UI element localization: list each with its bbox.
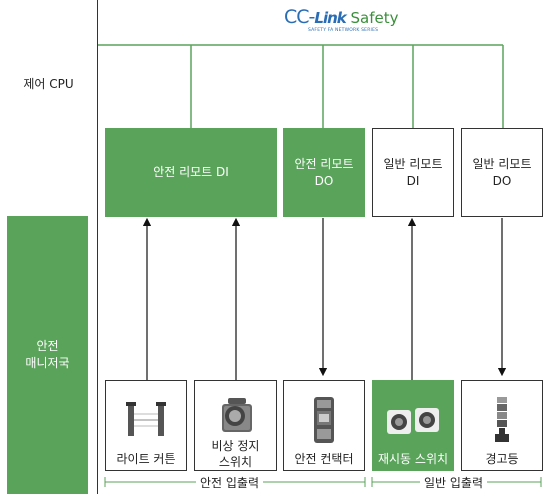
- safety-remote-do-box: 안전 리모트 DO: [283, 128, 365, 217]
- network-bus: [97, 44, 504, 128]
- general-remote-di-label: 일반 리모트 DI: [383, 156, 443, 188]
- control-cpu-label: 제어 CPU: [23, 77, 74, 91]
- safety-remote-di-box: 안전 리모트 DI: [105, 128, 277, 217]
- signal-tower-icon: [490, 391, 514, 449]
- restart-switch-icon: [383, 391, 443, 449]
- light-curtain-icon: [124, 391, 168, 449]
- device-safety-contactor-label: 안전 컨택터: [294, 452, 354, 466]
- device-restart-switch-label: 재시동 스위치: [377, 452, 449, 466]
- logo-cc-text: CC-: [284, 6, 315, 28]
- device-restart-switch: 재시동 스위치: [372, 380, 454, 471]
- device-signal-tower-label: 경고등: [485, 452, 519, 466]
- cc-link-safety-logo: CC-Link Safety SAFETY FA NETWORK SERIES: [284, 6, 404, 36]
- emergency-stop-icon: [214, 391, 258, 436]
- general-io-group-label: 일반 입출력: [420, 474, 488, 491]
- general-remote-do-box: 일반 리모트 DO: [461, 128, 543, 217]
- safety-remote-do-label: 안전 리모트 DO: [294, 156, 354, 188]
- device-emergency-stop-label: 비상 정지 스위치: [211, 439, 260, 469]
- logo-link-text: Link: [314, 9, 346, 27]
- safety-io-group-label: 안전 입출력: [196, 474, 264, 491]
- safety-remote-di-label: 안전 리모트 DI: [153, 165, 229, 179]
- device-signal-tower: 경고등: [461, 380, 543, 471]
- device-light-curtain-label: 라이트 커튼: [116, 452, 176, 466]
- logo-safety-text: Safety: [345, 9, 399, 27]
- logo-subtitle: SAFETY FA NETWORK SERIES: [308, 28, 379, 33]
- safety-master-box: 안전 매니저국: [7, 216, 88, 494]
- general-remote-di-box: 일반 리모트 DI: [372, 128, 454, 217]
- contactor-icon: [302, 391, 346, 449]
- safety-master-label: 안전 매니저국: [25, 339, 70, 370]
- device-emergency-stop: 비상 정지 스위치: [194, 380, 277, 471]
- device-safety-contactor: 안전 컨택터: [283, 380, 365, 471]
- device-light-curtain: 라이트 커튼: [105, 380, 187, 471]
- general-remote-do-label: 일반 리모트 DO: [472, 156, 532, 188]
